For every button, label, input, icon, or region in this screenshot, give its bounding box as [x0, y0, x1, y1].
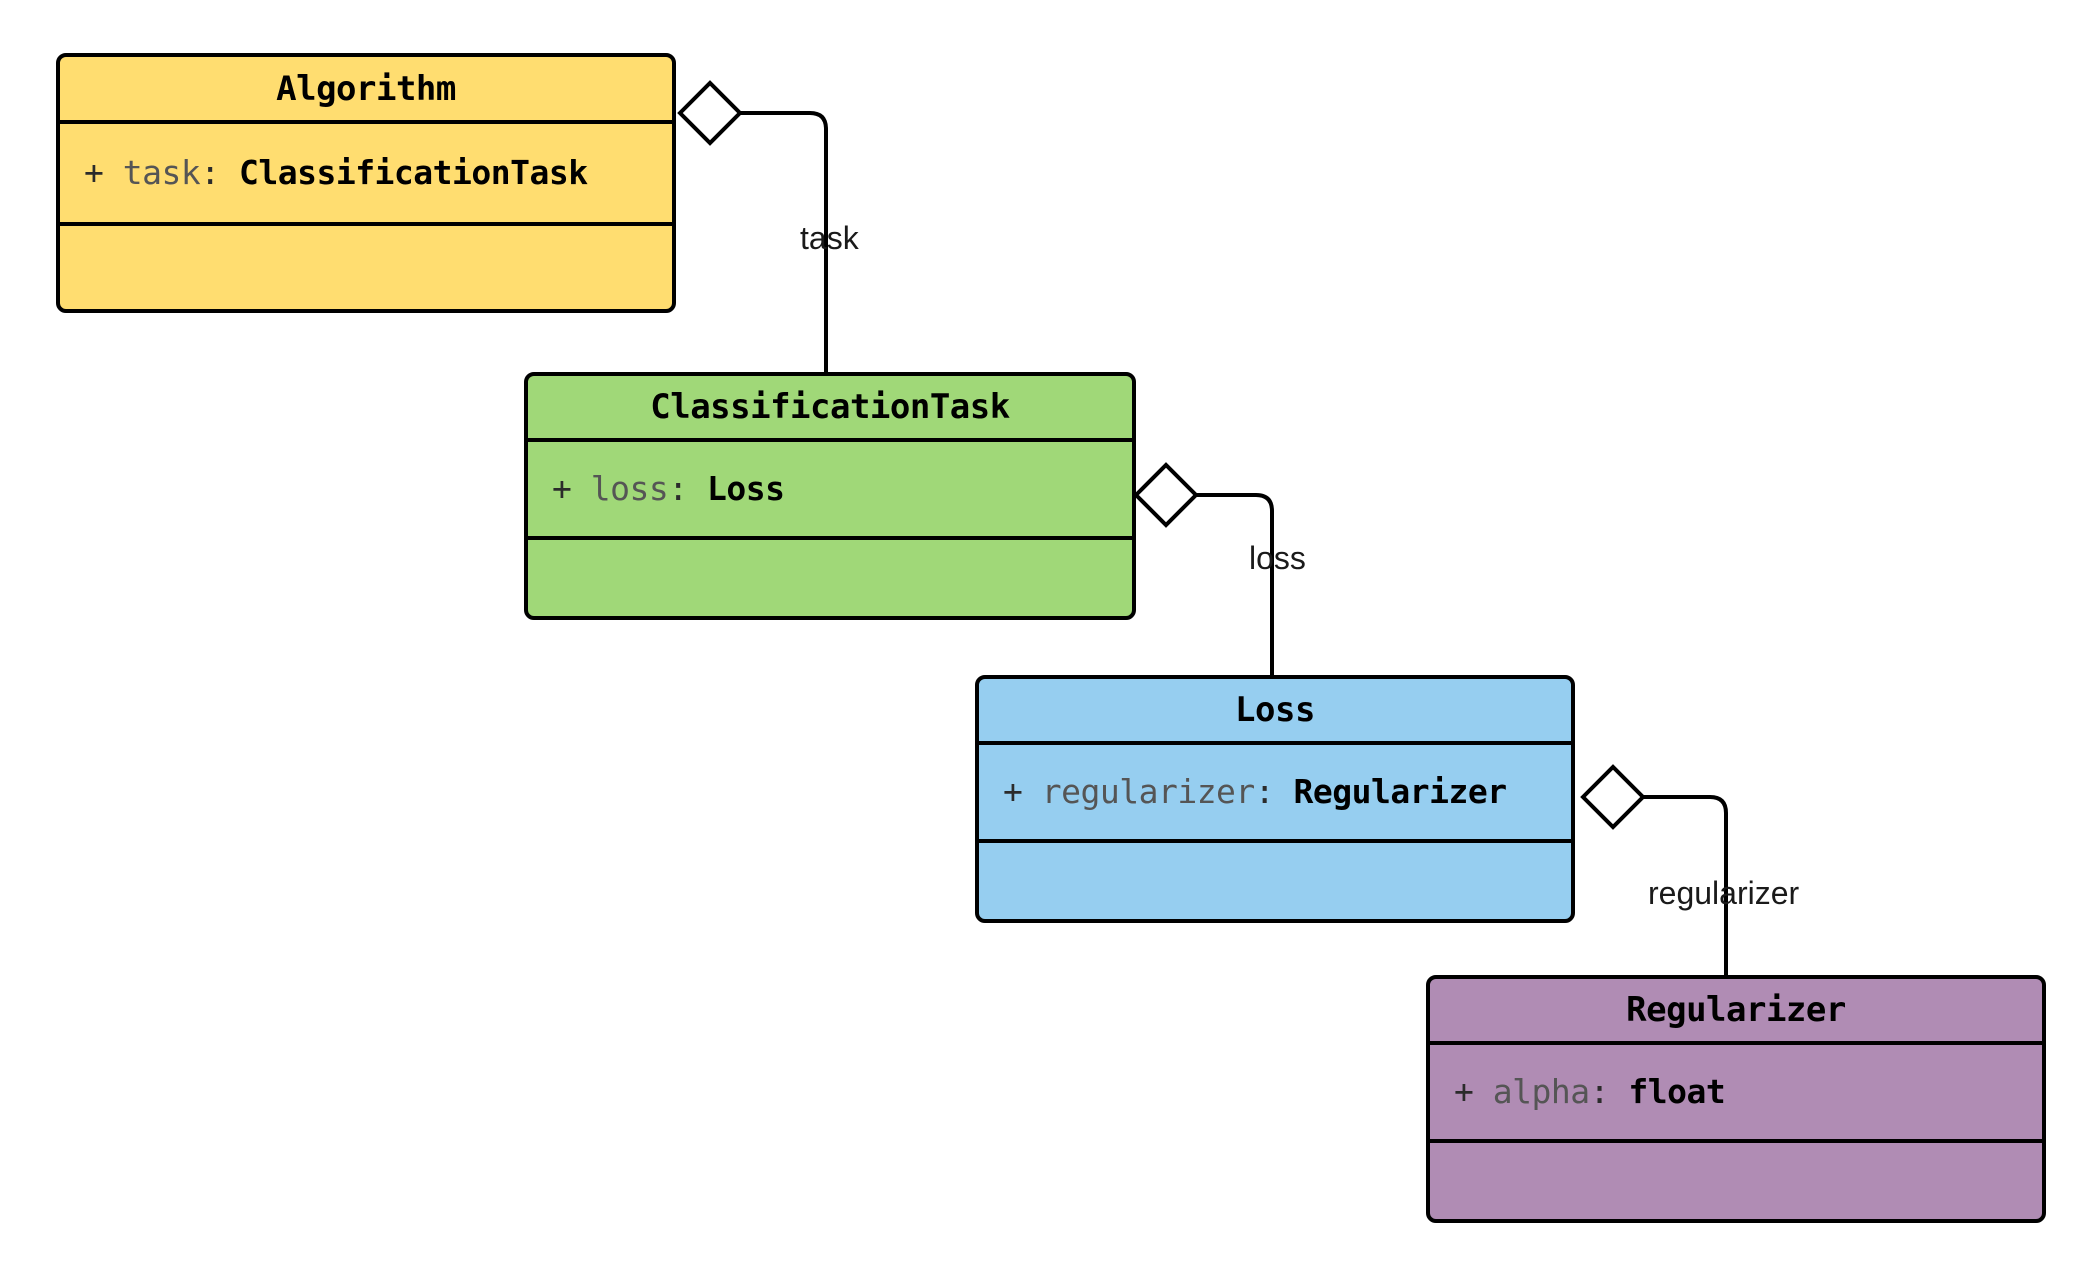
uml-class-title-regularizer: Regularizer [1430, 979, 2042, 1045]
uml-class-algorithm[interactable]: Algorithm + task: ClassificationTask [56, 53, 676, 313]
attribute-visibility: + [1454, 1071, 1493, 1111]
attribute-colon: : [1254, 771, 1294, 811]
uml-methods-algorithm [60, 226, 672, 309]
relation-label-task: task [800, 220, 859, 256]
aggregation-diamond-icon [677, 80, 743, 146]
uml-attributes-loss: + regularizer: Regularizer [979, 745, 1571, 843]
uml-class-title-classification-task: ClassificationTask [528, 376, 1132, 442]
uml-methods-loss [979, 843, 1571, 919]
attribute-colon: : [200, 152, 239, 192]
relation-label-loss: loss [1249, 540, 1306, 576]
aggregation-diamond-icon [1133, 462, 1199, 528]
uml-attributes-algorithm: + task: ClassificationTask [60, 124, 672, 226]
uml-class-title-algorithm: Algorithm [60, 57, 672, 124]
uml-attributes-classification-task: + loss: Loss [528, 442, 1132, 540]
attribute-type: Loss [706, 468, 785, 508]
uml-methods-classification-task [528, 540, 1132, 616]
attribute-type: Regularizer [1293, 771, 1508, 811]
attribute-name: regularizer [1041, 771, 1256, 811]
attribute-visibility: + [1003, 771, 1042, 811]
attribute-colon: : [1589, 1071, 1629, 1111]
attribute-type: ClassificationTask [238, 152, 588, 192]
attribute-visibility: + [84, 152, 123, 192]
uml-class-title-loss: Loss [979, 679, 1571, 745]
uml-attribute-row: + loss: Loss [552, 468, 1132, 508]
relation-regularizer[interactable] [1580, 764, 1728, 975]
attribute-name: task [122, 152, 201, 192]
uml-attribute-row: + task: ClassificationTask [84, 152, 672, 192]
uml-class-classification-task[interactable]: ClassificationTask + loss: Loss [524, 372, 1136, 620]
attribute-name: alpha [1492, 1071, 1590, 1111]
attribute-colon: : [668, 468, 707, 508]
uml-attribute-row: + alpha: float [1454, 1071, 2042, 1111]
relation-label-regularizer: regularizer [1648, 875, 1800, 911]
uml-attributes-regularizer: + alpha: float [1430, 1045, 2042, 1143]
uml-class-loss[interactable]: Loss + regularizer: Regularizer [975, 675, 1575, 923]
uml-methods-regularizer [1430, 1143, 2042, 1219]
aggregation-diamond-icon [1580, 764, 1646, 830]
attribute-visibility: + [552, 468, 591, 508]
uml-attribute-row: + regularizer: Regularizer [1003, 771, 1571, 811]
attribute-type: float [1628, 1071, 1726, 1111]
uml-class-regularizer[interactable]: Regularizer + alpha: float [1426, 975, 2046, 1223]
relation-line [1196, 493, 1274, 675]
attribute-name: loss [590, 468, 669, 508]
